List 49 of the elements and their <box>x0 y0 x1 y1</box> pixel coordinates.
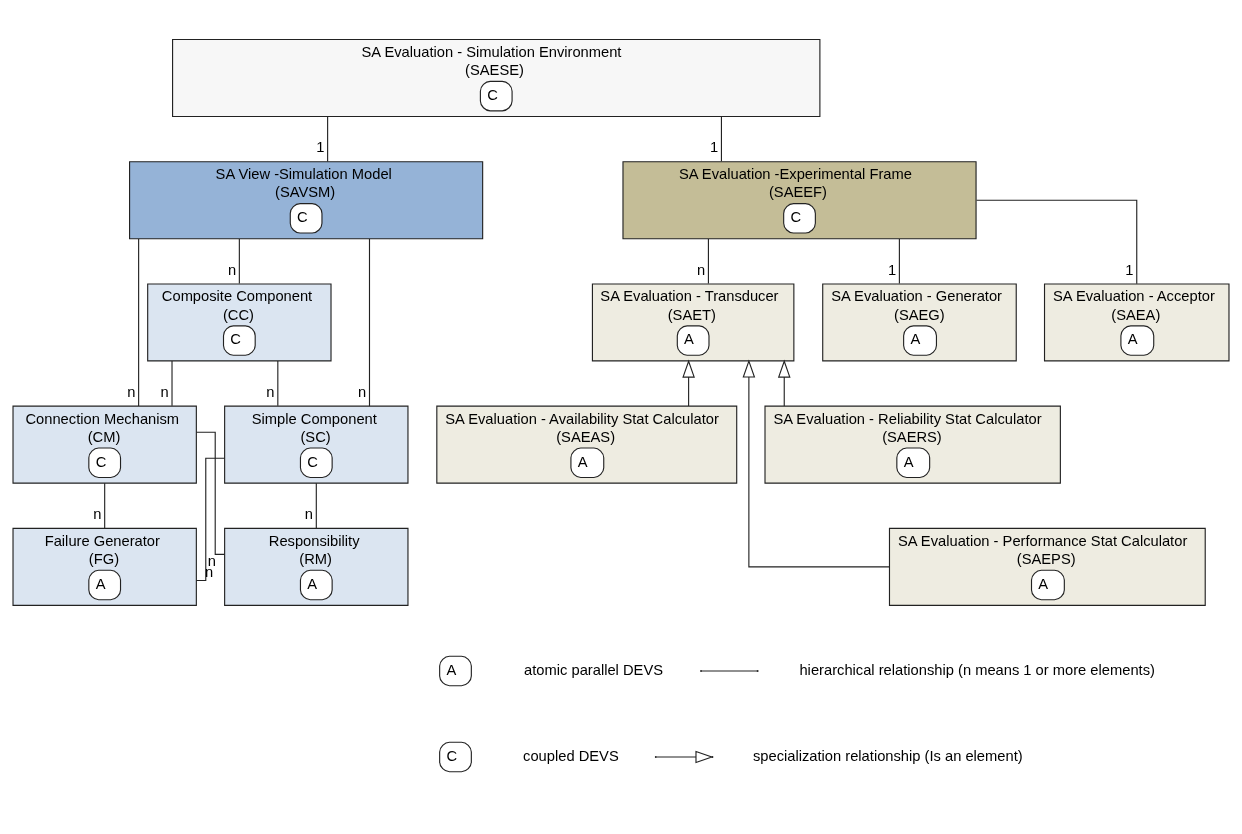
edge-label: 1 <box>887 261 897 278</box>
node-box: Responsibility (RM) A <box>224 527 409 606</box>
label: C <box>446 747 458 764</box>
node-box: SA View -Simulation Model (SAVSM) C <box>129 160 484 239</box>
connector <box>171 360 173 406</box>
edge-label: 1 <box>709 138 719 155</box>
legend-label: coupled DEVS <box>523 747 619 764</box>
connector <box>104 482 106 529</box>
node-box: Composite Component (CC) C <box>147 282 332 361</box>
connector <box>315 482 317 529</box>
node-box: Failure Generator (FG) A <box>12 527 197 606</box>
node-box: SA Evaluation -Experimental Frame (SAEEF) C <box>622 160 977 239</box>
connector <box>975 199 1138 284</box>
edge-label: n <box>266 383 275 400</box>
legend-label: hierarchical relationship (n means 1 or more elements) <box>799 661 1155 678</box>
edge-label: n <box>93 505 102 522</box>
node-box: Simple Component (SC) C <box>224 405 409 484</box>
node-box: Connection Mechanism (CM) C <box>12 405 197 484</box>
edge-label: n <box>358 383 367 400</box>
node-box: SA Evaluation - Reliability Stat Calculator (SAERS) A <box>764 405 1061 484</box>
arrow <box>777 359 791 407</box>
edge-label: 1 <box>316 138 325 155</box>
connector <box>707 237 709 284</box>
legend-label: specialization relationship (Is an element) <box>752 747 1023 764</box>
connector <box>138 237 140 407</box>
connector <box>195 457 226 581</box>
edge-label: n <box>304 505 314 522</box>
label: A <box>446 661 457 678</box>
node-box: SA Evaluation - Performance Stat Calculator (SAEPS) A <box>888 527 1206 606</box>
edge-label: n <box>227 261 237 278</box>
connector <box>238 237 240 284</box>
node-box: SA Evaluation - Availability Stat Calculator (SAEAS) A <box>436 405 738 484</box>
connector <box>368 237 371 407</box>
connector <box>720 115 722 162</box>
edge-label: 1 <box>1125 261 1134 278</box>
node-box: SA Evaluation - Simulation Environment (SAESE) C <box>172 38 821 117</box>
edge-label: n <box>160 383 169 400</box>
node-box: SA Evaluation - Acceptor (SAEA) A <box>1043 282 1230 361</box>
connector <box>327 115 329 162</box>
node-box: SA Evaluation - Transducer (SAET) A <box>591 282 795 361</box>
arrow <box>742 358 890 567</box>
legend-label: atomic parallel DEVS <box>524 661 664 678</box>
connector <box>195 431 226 555</box>
connector <box>277 360 279 406</box>
arrow <box>682 359 695 407</box>
connector <box>898 237 900 284</box>
node-box: SA Evaluation - Generator (SAEG) A <box>822 282 1017 361</box>
edge-label: n <box>696 261 706 278</box>
edge-label: n <box>127 383 136 400</box>
